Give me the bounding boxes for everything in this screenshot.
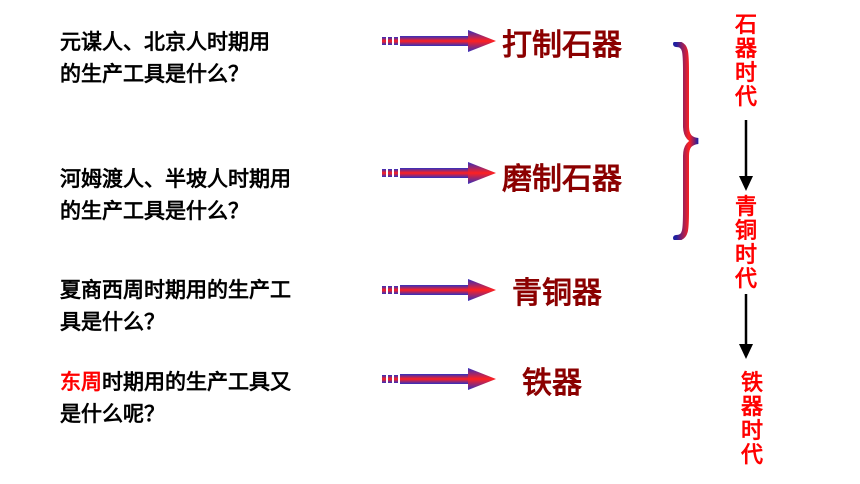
question-1: 元谋人、北京人时期用 的生产工具是什么？ (60, 26, 270, 90)
question-2-line1: 河姆渡人、半坡人时期用 (60, 167, 291, 191)
question-2-line2: 的生产工具是什么？ (60, 199, 249, 223)
arrow-1 (382, 30, 496, 52)
question-2: 河姆渡人、半坡人时期用 的生产工具是什么？ (60, 163, 291, 227)
question-1-line1: 元谋人、北京人时期用 (60, 30, 270, 54)
brace-icon (673, 42, 699, 240)
arrow-down-icon-2 (739, 294, 753, 359)
age-iron: 铁器时代 (740, 371, 763, 468)
question-4-line1-rest: 时期用的生产工具又 (102, 370, 291, 394)
question-1-line2: 的生产工具是什么？ (60, 62, 249, 86)
answer-2: 磨制石器 (502, 162, 622, 197)
question-3-line2: 具是什么？ (60, 310, 165, 334)
answer-1: 打制石器 (502, 28, 622, 63)
question-3: 夏商西周时期用的生产工 具是什么？ (60, 274, 291, 338)
question-4-line2: 是什么呢？ (60, 402, 165, 426)
arrow-3 (382, 279, 496, 301)
question-4: 东周时期用的生产工具又 是什么呢？ (60, 366, 291, 430)
age-stone: 石器时代 (734, 13, 757, 110)
arrow-down-icon-1 (739, 120, 753, 191)
age-bronze: 青铜时代 (734, 195, 757, 292)
question-4-highlight: 东周 (60, 370, 102, 394)
arrow-4 (382, 368, 496, 390)
arrow-2 (382, 162, 496, 184)
question-3-line1: 夏商西周时期用的生产工 (60, 278, 291, 302)
answer-3: 青铜器 (512, 276, 602, 311)
question-4-line1: 东周时期用的生产工具又 (60, 366, 291, 398)
answer-4: 铁器 (522, 366, 582, 401)
